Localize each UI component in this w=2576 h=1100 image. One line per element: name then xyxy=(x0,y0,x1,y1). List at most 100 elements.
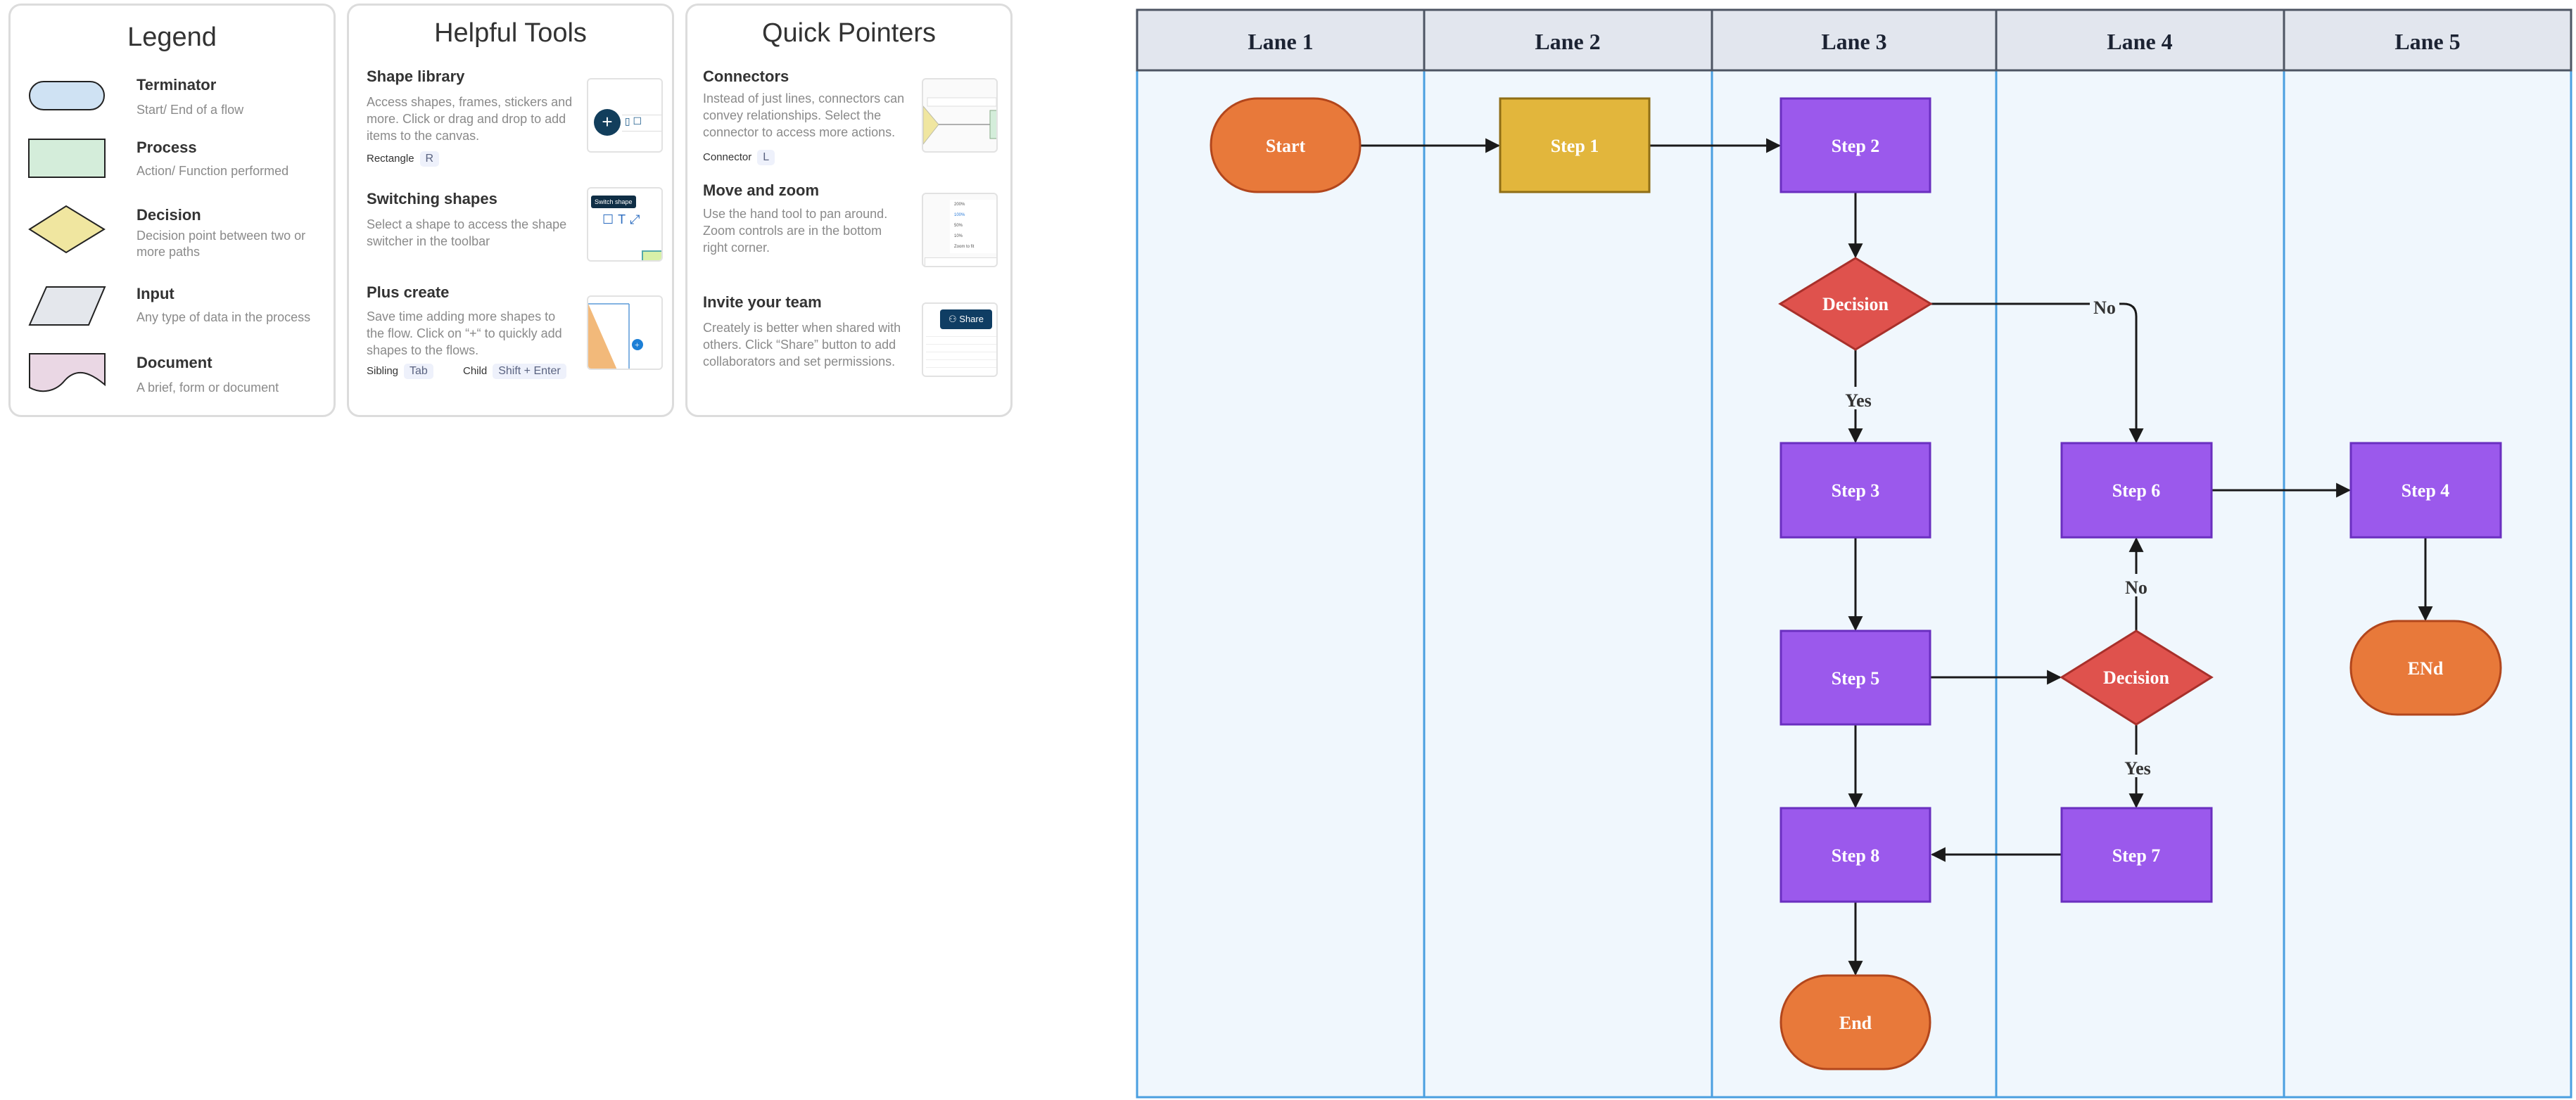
node-label: Decision xyxy=(1822,294,1889,314)
lane-title-5: Lane 5 xyxy=(2394,29,2460,54)
shape-library-shortcut: Rectangle R xyxy=(367,151,440,167)
desc-line: Save time adding more shapes to xyxy=(367,309,556,324)
zoom-menu: 200% 100% 50% 10% Zoom to fit xyxy=(950,200,996,253)
helpful-tools-panel: Helpful Tools Shape library Access shape… xyxy=(347,4,674,417)
zoom-option: 200% xyxy=(954,203,965,207)
node-step8[interactable]: Step 8 xyxy=(1779,807,1931,903)
plus-button-icon: + xyxy=(594,109,621,136)
input-shape xyxy=(28,286,106,326)
lane-header-1 xyxy=(1136,8,1426,72)
node-step4[interactable]: Step 4 xyxy=(2349,442,2502,539)
desc-line: collaborators and set permissions. xyxy=(703,354,896,369)
lane-3 xyxy=(1711,69,1998,1099)
shortcut-key: R xyxy=(419,151,440,167)
zoom-option: 100% xyxy=(954,213,965,217)
desc-line: Access shapes, frames, stickers and xyxy=(367,95,573,109)
users-icon: ⚇ xyxy=(948,314,960,324)
node-step3[interactable]: Step 3 xyxy=(1779,442,1931,539)
desc-line: Instead of just lines, connectors can xyxy=(703,91,905,105)
lane-title-3: Lane 3 xyxy=(1821,29,1886,54)
zoom-controls-bar xyxy=(925,257,996,266)
node-end[interactable]: End xyxy=(1779,974,1931,1070)
quick-pointers-panel: Quick Pointers Connectors Instead of jus… xyxy=(685,4,1013,417)
nodes: Start Step 1 Step 2 Decision Step 3 Step… xyxy=(1210,97,2502,1070)
connectors-thumbnail xyxy=(922,78,998,153)
node-step2[interactable]: Step 2 xyxy=(1779,97,1931,193)
node-label: Step 1 xyxy=(1551,136,1599,156)
lane-title-1: Lane 1 xyxy=(1248,29,1313,54)
desc-line: more. Click or drag and drop to add xyxy=(367,112,566,126)
desc-line: others. Click “Share” button to add xyxy=(703,338,896,352)
invite-team-desc: Creately is better when shared with othe… xyxy=(703,319,901,370)
plus-create-desc: Save time adding more shapes to the flow… xyxy=(367,308,562,359)
switch-shape-tooltip: Switch shape xyxy=(591,196,636,208)
node-label: Step 4 xyxy=(2401,480,2450,501)
legend-document-desc: A brief, form or document xyxy=(137,380,279,395)
node-step1[interactable]: Step 1 xyxy=(1499,97,1651,193)
plus-create-title: Plus create xyxy=(367,283,450,301)
desc-line: right corner. xyxy=(703,241,770,255)
connectors-desc: Instead of just lines, connectors can co… xyxy=(703,90,904,141)
desc-line: Creately is better when shared with xyxy=(703,321,901,335)
desc-line: convey relationships. Select the xyxy=(703,108,882,122)
node-decision2[interactable]: Decision xyxy=(2060,629,2214,726)
legend-terminator-desc: Start/ End of a flow xyxy=(137,103,244,117)
legend-title: Legend xyxy=(127,23,217,52)
connector-illustration xyxy=(923,97,996,145)
connectors-title: Connectors xyxy=(703,68,789,85)
node-step7[interactable]: Step 7 xyxy=(2060,807,2213,903)
node-label: Step 7 xyxy=(2112,845,2161,866)
lane-title-2: Lane 2 xyxy=(1535,29,1600,54)
node-decision1[interactable]: Decision xyxy=(1778,257,1933,351)
lanes: Lane 1 Lane 2 Lane 3 Lane 4 Lane 5 xyxy=(1136,8,2572,1099)
shape-library-title: Shape library xyxy=(367,68,465,85)
invite-team-thumbnail: ⚇ Share xyxy=(922,302,998,377)
node-label: Step 2 xyxy=(1832,136,1880,156)
quick-pointers-title: Quick Pointers xyxy=(761,18,937,48)
zoom-option: Zoom to fit xyxy=(954,245,975,249)
edge-label-d1-no: No xyxy=(2093,298,2116,318)
legend-panel: Legend Terminator Start/ End of a flow P… xyxy=(8,4,336,417)
legend-decision-desc-1: Decision point between two or xyxy=(137,229,306,243)
invite-team-title: Invite your team xyxy=(703,293,822,311)
shortcut-label: Rectangle xyxy=(367,153,414,165)
edge-label-d2-no: No xyxy=(2125,577,2147,598)
switching-shapes-desc: Select a shape to access the shape switc… xyxy=(367,216,566,250)
svg-text:+: + xyxy=(635,340,640,350)
node-end2[interactable]: ENd xyxy=(2349,620,2502,716)
shortcut-label: Sibling xyxy=(367,365,399,377)
legend-decision-desc-2: more paths xyxy=(137,245,201,259)
share-label: Share xyxy=(959,314,984,324)
process-shape xyxy=(28,139,106,178)
legend-input-desc: Any type of data in the process xyxy=(137,310,311,324)
node-label: Step 5 xyxy=(1832,668,1880,689)
node-label: Start xyxy=(1266,136,1306,156)
shape-library-desc: Access shapes, frames, stickers and more… xyxy=(367,94,572,144)
legend-terminator-title: Terminator xyxy=(137,76,217,94)
lane-header-5 xyxy=(2283,8,2572,72)
node-step6[interactable]: Step 6 xyxy=(2060,442,2213,539)
edge-labels: Yes No No Yes xyxy=(1838,294,2157,779)
edge-label-d2-yes: Yes xyxy=(2124,758,2151,779)
node-label: Step 6 xyxy=(2112,480,2161,501)
document-shape xyxy=(29,353,106,392)
node-start[interactable]: Start xyxy=(1210,97,1362,193)
node-label: Step 8 xyxy=(1832,845,1880,866)
desc-line: shapes to the flows. xyxy=(367,343,479,357)
legend-document-title: Document xyxy=(137,354,212,371)
connector-decision1-step6[interactable] xyxy=(1931,302,2144,444)
desc-line: switcher in the toolbar xyxy=(367,234,490,248)
terminator-shape xyxy=(29,81,105,110)
shortcut-key: Shift + Enter xyxy=(493,364,566,379)
move-zoom-title: Move and zoom xyxy=(703,181,820,199)
share-button-preview: ⚇ Share xyxy=(940,309,992,329)
node-label: Decision xyxy=(2103,667,2169,688)
lane-header-2 xyxy=(1423,8,1713,72)
node-step5[interactable]: Step 5 xyxy=(1779,629,1931,726)
lane-1 xyxy=(1136,69,1426,1099)
legend-input-title: Input xyxy=(137,285,175,302)
legend-decision-title: Decision xyxy=(137,206,201,224)
lane-header-4 xyxy=(1995,8,2285,72)
